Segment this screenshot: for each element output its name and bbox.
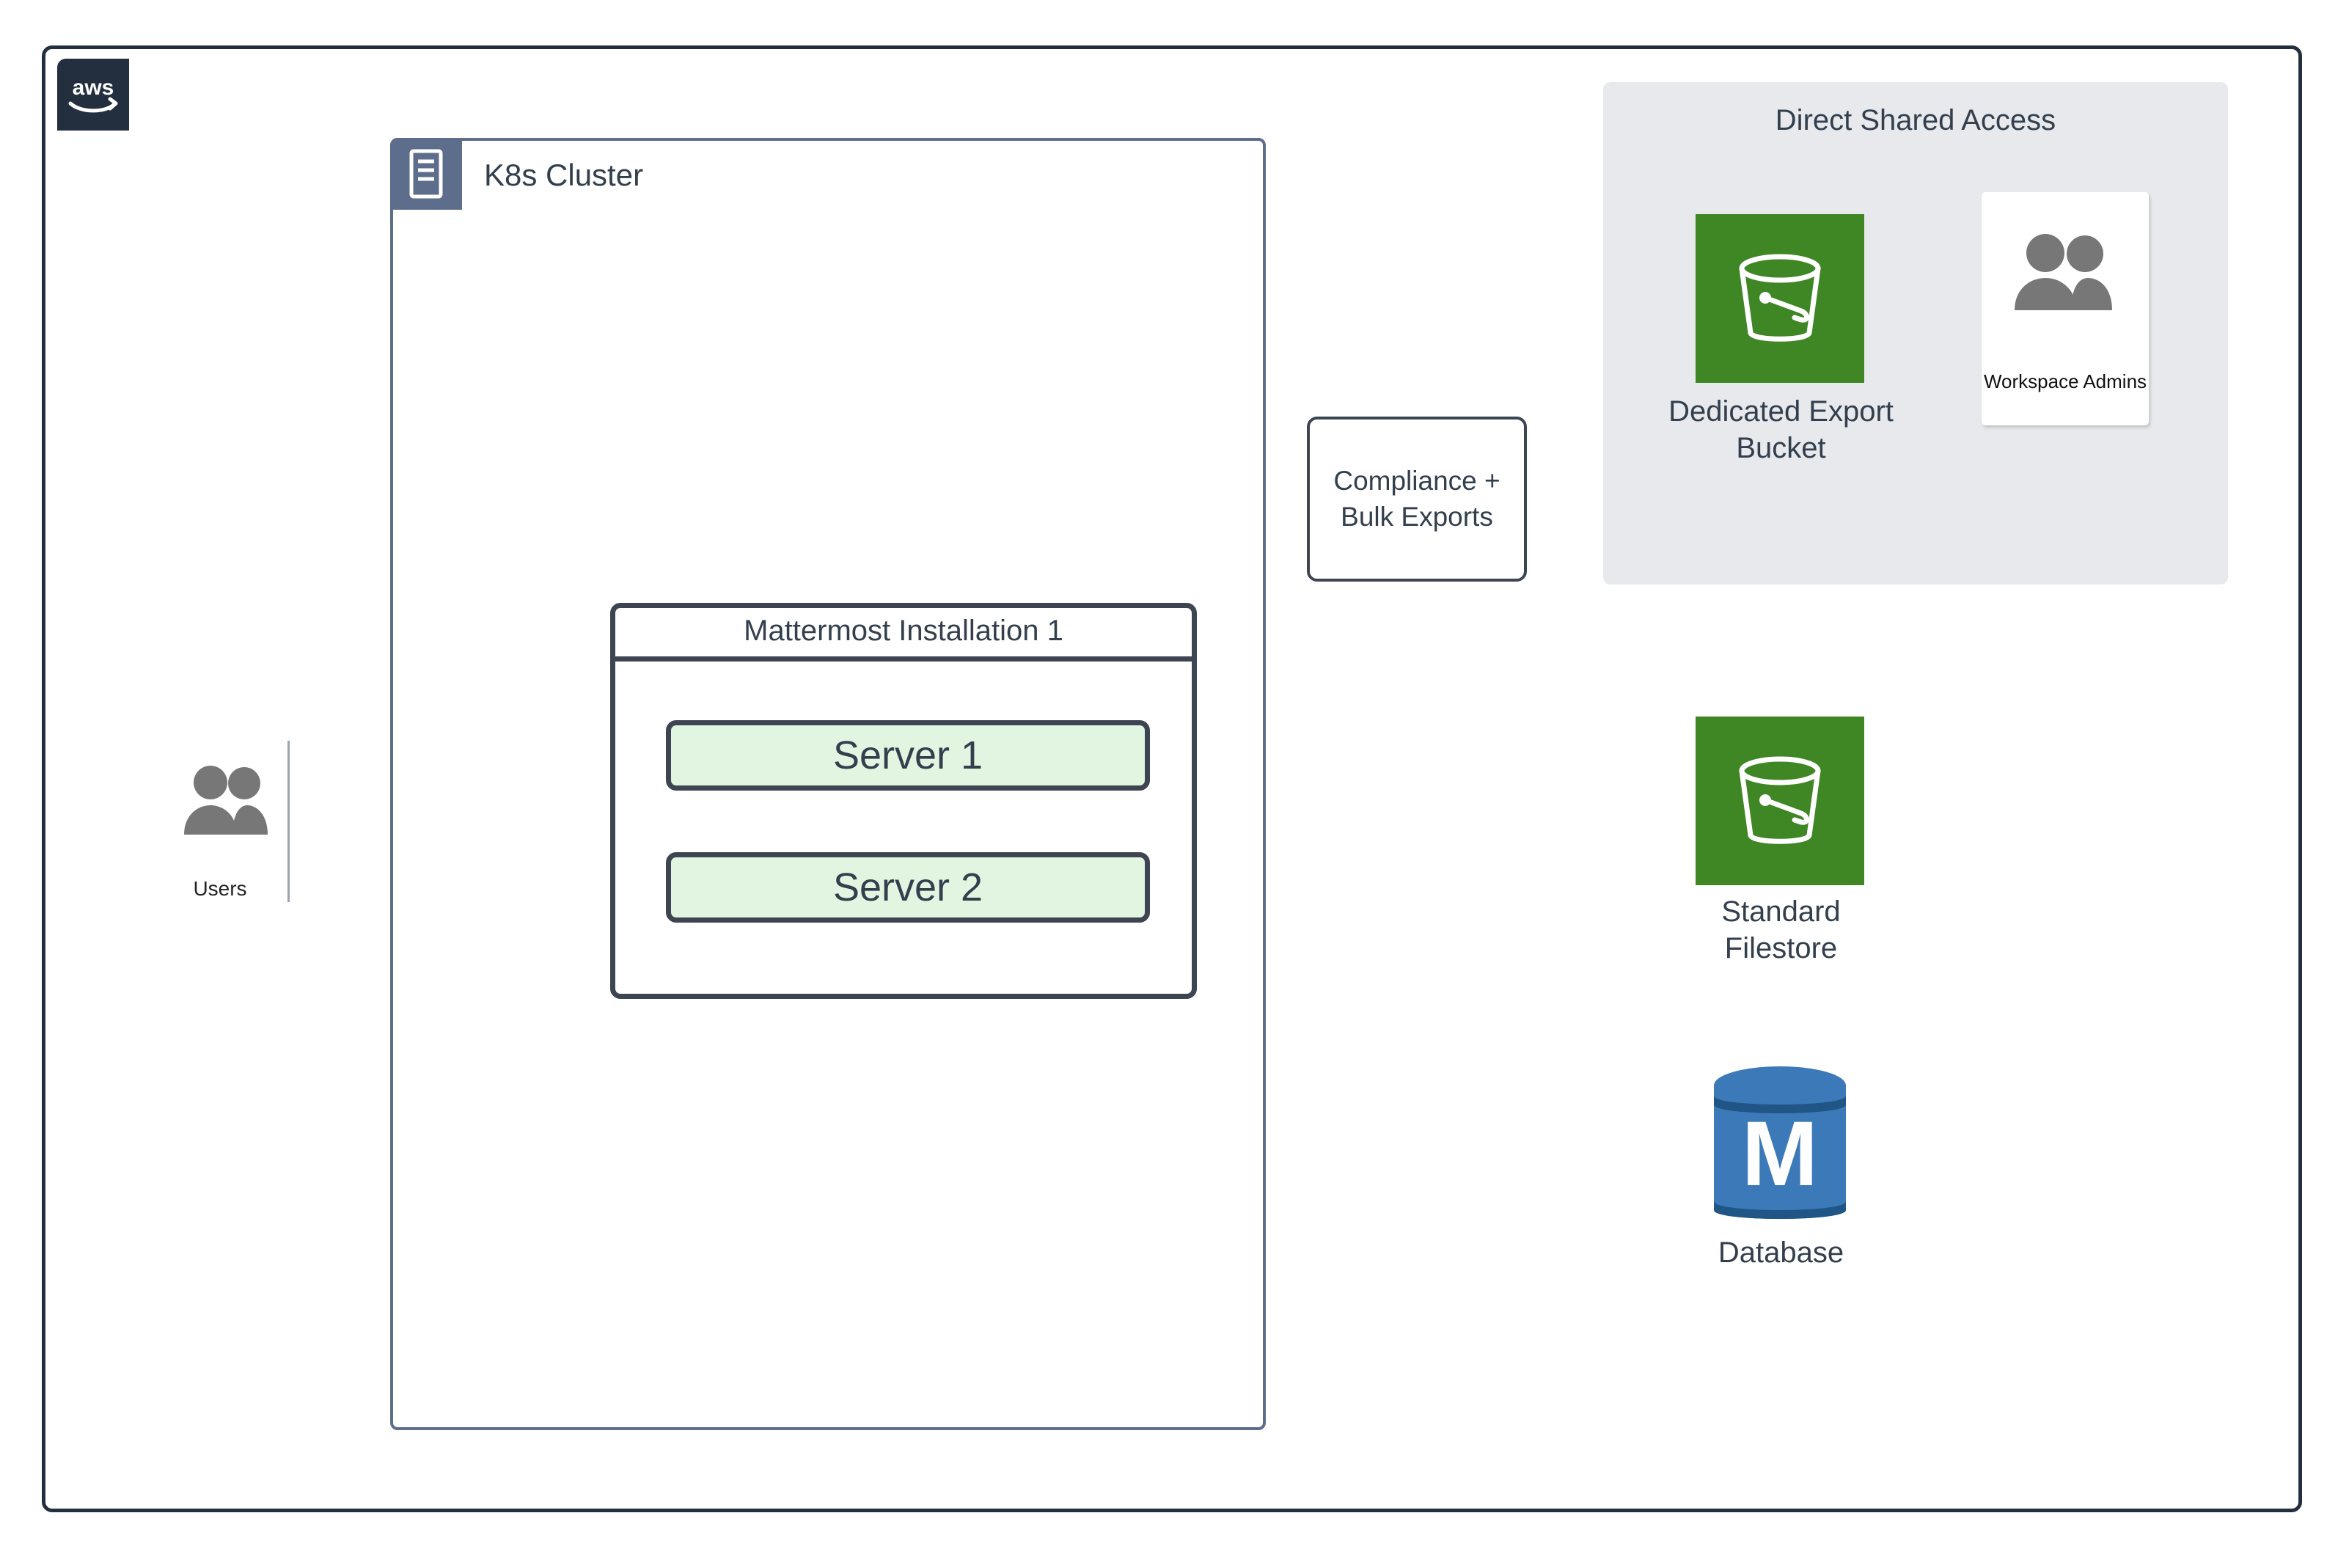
database-glyph: M [1742, 1103, 1818, 1205]
s3-bucket-icon[interactable] [1696, 214, 1864, 383]
database-label: Database [1718, 1237, 1844, 1269]
aws-logo-icon: aws [57, 59, 129, 131]
users-icon [2009, 231, 2121, 319]
export-bucket-line-1: Dedicated Export [1668, 395, 1894, 428]
dedicated-export-bucket-label: Dedicated Export Bucket [1581, 393, 1981, 467]
users-label: Users [193, 877, 247, 900]
svg-text:aws: aws [73, 76, 114, 100]
server-rack-icon [390, 138, 462, 210]
server-1-node[interactable]: Server 1 [666, 720, 1150, 791]
export-bucket-line-2: Bucket [1736, 432, 1826, 465]
users-icon [180, 763, 275, 843]
mattermost-title-divider [610, 656, 1197, 662]
compliance-bulk-exports-node[interactable]: Compliance + Bulk Exports [1307, 417, 1527, 582]
database-cylinder-icon[interactable]: M [1710, 1063, 1850, 1232]
workspace-admins-label: Workspace Admins [1983, 370, 2147, 392]
k8s-cluster-title: K8s Cluster [484, 158, 644, 192]
direct-shared-access-title: Direct Shared Access [1775, 104, 2056, 136]
mattermost-installation-title: Mattermost Installation 1 [744, 615, 1063, 647]
standard-filestore-label: Standard Filestore [1581, 893, 1981, 967]
filestore-line-1: Standard [1721, 895, 1841, 928]
server-2-node[interactable]: Server 2 [666, 852, 1150, 923]
s3-bucket-icon[interactable] [1696, 717, 1864, 885]
compliance-line-2: Bulk Exports [1341, 501, 1493, 532]
compliance-line-1: Compliance + [1333, 465, 1500, 496]
filestore-line-2: Filestore [1724, 932, 1838, 965]
mattermost-installation-box [610, 603, 1197, 999]
